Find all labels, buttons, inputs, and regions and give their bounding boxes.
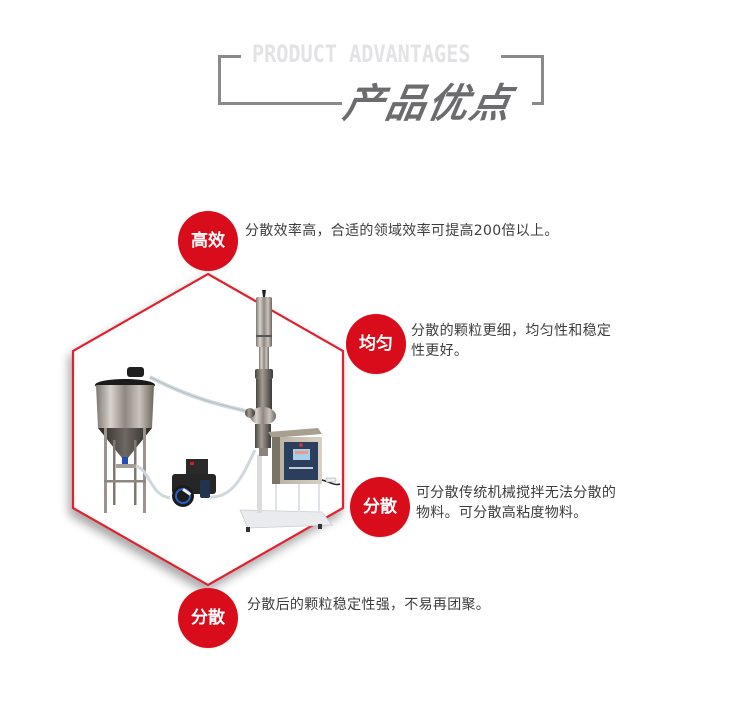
description-line: 可分散传统机械搅拌无法分散的 bbox=[416, 485, 617, 501]
description-line: 分散的颗粒更细，均匀性和稳定 bbox=[411, 323, 612, 339]
description-line: 分散后的颗粒稳定性强，不易再团聚。 bbox=[247, 597, 491, 613]
badge-stability: 分散 bbox=[178, 588, 238, 648]
advantage-description: 分散的颗粒更细，均匀性和稳定 性更好。 bbox=[411, 321, 611, 361]
right-bracket-bottom bbox=[532, 102, 544, 105]
badge-uniformity: 均匀 bbox=[346, 314, 406, 374]
badge-label: 分散 bbox=[191, 608, 225, 628]
badge-label: 高效 bbox=[191, 231, 225, 251]
right-bracket-vertical bbox=[541, 55, 544, 105]
left-bracket-bottom bbox=[218, 102, 342, 105]
badge-label: 分散 bbox=[363, 497, 397, 517]
badge-label: 均匀 bbox=[359, 334, 393, 354]
description-line: 分散效率高，合适的领域效率可提高200倍以上。 bbox=[245, 223, 559, 239]
advantage-description: 分散效率高，合适的领域效率可提高200倍以上。 bbox=[245, 221, 559, 241]
section-subtitle-en: PRODUCT ADVANTAGES bbox=[252, 40, 471, 68]
advantage-description: 可分散传统机械搅拌无法分散的 物料。可分散高粘度物料。 bbox=[416, 483, 616, 523]
description-line: 物料。可分散高粘度物料。 bbox=[416, 505, 588, 521]
right-bracket-top bbox=[501, 55, 544, 58]
product-image bbox=[95, 290, 341, 532]
description-line: 性更好。 bbox=[411, 343, 469, 359]
badge-efficiency: 高效 bbox=[178, 211, 238, 271]
advantage-description: 分散后的颗粒稳定性强，不易再团聚。 bbox=[247, 595, 490, 615]
left-bracket-vertical bbox=[218, 55, 221, 105]
badge-dispersion: 分散 bbox=[350, 477, 410, 537]
left-bracket-top bbox=[218, 55, 241, 58]
